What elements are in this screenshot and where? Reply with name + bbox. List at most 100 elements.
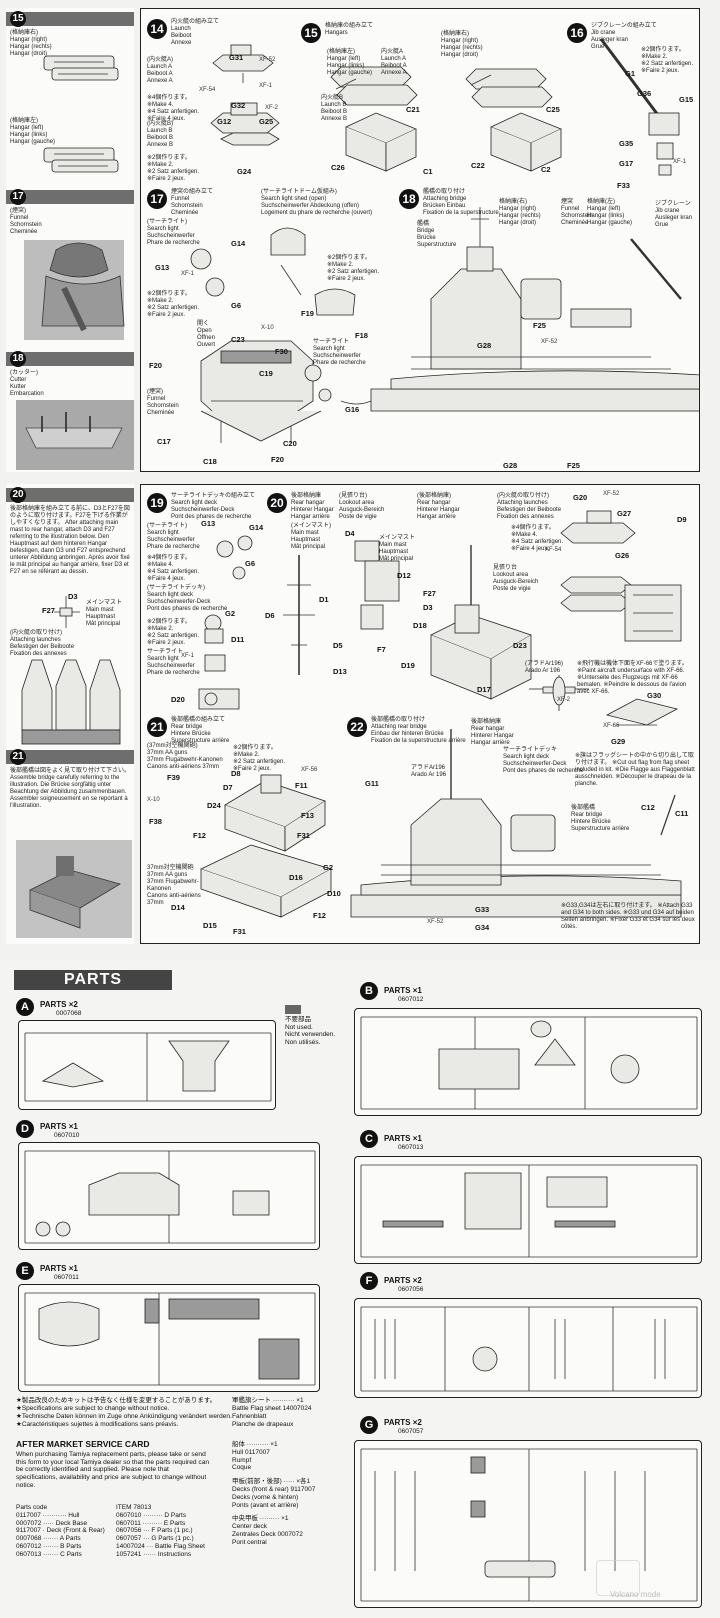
paint-mark: XF-54 [199,87,216,93]
hangar-left-label: 格納庫(左) Hangar (left) Hangar (links) Hang… [587,199,633,226]
paint-mark: XF-1 [673,159,687,165]
part-label: G28 [477,341,492,350]
search-light-label: サーチライト Search light Suchscheinwerfer Pha… [147,649,200,676]
part-label: G32 [231,101,246,110]
step-20-title: 後部格納庫 Rear hangar Hinterer Hangar Hangar… [291,493,334,520]
step-22-title: 後部艦橋の取り付け Attaching rear bridge Einbau d… [371,717,466,744]
part-label: D16 [289,873,303,882]
part-label: G24 [237,167,252,176]
parts-code: 0607011 [54,1274,79,1281]
rear-hangar-label: (後部格納庫) Rear hangar Hinterer Hangar Hang… [417,493,460,520]
part-label: G16 [345,405,360,414]
table-row: 9117007 · Deck (Front & Rear)0607056 ···… [16,1527,193,1535]
step-14-title: 内火艇の組み立て Launch Beiboot Annexe [171,19,220,46]
step-badge: 18 [10,351,26,367]
parts-code: 0607010 [54,1132,80,1139]
paint-mark: XF-52 [259,57,276,63]
part-label: F20 [149,361,162,370]
part-label: C26 [331,163,345,172]
paint-mark: XF-2 [265,105,279,111]
part-label: G29 [611,737,626,746]
funnel-label: 煙突 Funnel Schornstein Cheminée [561,199,593,226]
paint-mark: XF-2 [557,697,571,703]
side-column-page2: 20 後部格納庫を組み立てる前に、D3とF27を図のように取り付けます。F27を… [6,484,134,944]
part-label: G2 [225,609,236,618]
rear-bridge-label: 後部艦橋 Rear bridge Hintere Brücke Superstr… [571,805,630,832]
step-21-note: 後部艦橋は図をよく見て取り付けて下さい。 Assemble bridge car… [10,768,131,809]
parts-code: 0607012 [398,996,424,1003]
arado-label: (アラドAr196) Arado Ar 196 [525,661,564,674]
parts-tree-d [18,1142,320,1250]
make-note: ※2個作ります。 ※Make 2. ※2 Satz anfertigen. ※F… [327,255,380,282]
part-label: G20 [573,493,588,502]
assembly-diagram-page1 [190,38,699,443]
flag-note: ※旗はフラッグシートの中から切り出して取り付けます。 ※Cut out flag… [575,753,695,787]
step-20-note: 後部格納庫を組み立てる前に、D3とF27を図のように取り付けます。F27を下げる… [10,506,130,575]
parts-code: 0607057 [398,1428,424,1435]
assembly-diagram-page2 [198,510,682,918]
part-label: G35 [619,139,634,148]
step-badge: 20 [10,487,26,503]
part-label: C20 [283,439,297,448]
parts-letter-b: B [360,982,378,1000]
part-label: G17 [619,159,634,168]
lookout-label: (見張り台) Lookout area Ausguck-Bereich Post… [339,493,385,520]
part-label: G14 [249,523,264,532]
search-light-deck-label: サーチライトデッキ Search light deck Suchscheinwe… [503,747,584,774]
step-14-badge: 14 [147,19,167,39]
service-card-body: When purchasing Tamiya replacement parts… [16,1450,210,1489]
part-label: G15 [679,95,694,104]
jib-crane-label: ジブクレーン Jib crane Ausleger kran Grue [655,201,693,228]
part-label: F13 [301,811,314,820]
aa-guns-label: 37mm対空機関砲 37mm AA guns 37mm Flugabwehr- … [147,865,201,906]
part-label: D3 [68,592,78,601]
part-label: C17 [157,437,171,446]
parts-letter-f: F [360,1272,378,1290]
parts-tree-g [354,1440,702,1608]
part-label: D6 [265,611,275,620]
part-label: D24 [207,801,221,810]
step-18-title: 艦橋の取り付け Attaching bridge Brücken Einbau … [423,189,499,216]
parts-caption: PARTS ×2 [384,1418,422,1427]
parts-caption: PARTS ×1 [40,1264,78,1273]
side-column-page1: 15 (格納庫右)Hangar (right)Hangar (rechts)Ha… [6,8,134,472]
part-label: D4 [345,529,355,538]
watermark-logo [596,1560,640,1596]
change-notice: ★製品改良のためキットは予告なく仕様を変更することがあります。★Specific… [16,1397,232,1428]
paint-mark: XF-56 [301,767,318,773]
part-label: C2 [541,165,551,174]
parts-letter-g: G [360,1416,378,1434]
part-label: G28 [503,461,518,470]
search-light-label: (サーチライト) Search light Suchscheinwerfer P… [147,523,200,550]
watermark-text: Volcano mode [610,1590,661,1599]
part-label: D15 [203,921,217,930]
hangar-right-label: 格納庫(右) Hangar (right) Hangar (rechts) Ha… [499,199,541,226]
part-label: C22 [471,161,485,170]
paint-mark: XF-1 [181,271,195,277]
parts-tree-b [354,1008,702,1116]
attach-note: ※G33,G34は左右に取り付けます。 ※Attach G33 and G34 … [561,903,695,930]
part-label: D18 [413,621,427,630]
part-label: G33 [475,905,490,914]
step-16-title: ジブクレーンの組み立て Jib crane Ausleger kran Grue [591,23,657,50]
rear-hangar-label: 後部格納庫 Rear hangar Hinterer Hangar Hangar… [471,719,514,746]
step-badge: 21 [10,749,26,765]
search-light-deck-label: (サーチライトデッキ) Search light deck Suchschein… [147,585,228,612]
parts-code: 0007068 [56,1010,82,1017]
part-label: G26 [615,551,630,560]
hangar-diagram [43,55,119,173]
main-mast-label: メインマスト Main mast Hauptmast Mât principal [86,600,123,627]
part-label: D10 [327,889,341,898]
paint-mark: XF-52 [427,919,444,925]
part-label: F39 [167,773,180,782]
paint-mark: XF-66 [603,723,620,729]
not-used-label: 不要部品 Not used. Nicht verwenden. Non util… [285,1016,336,1046]
paint-mark: XF-52 [603,491,620,497]
